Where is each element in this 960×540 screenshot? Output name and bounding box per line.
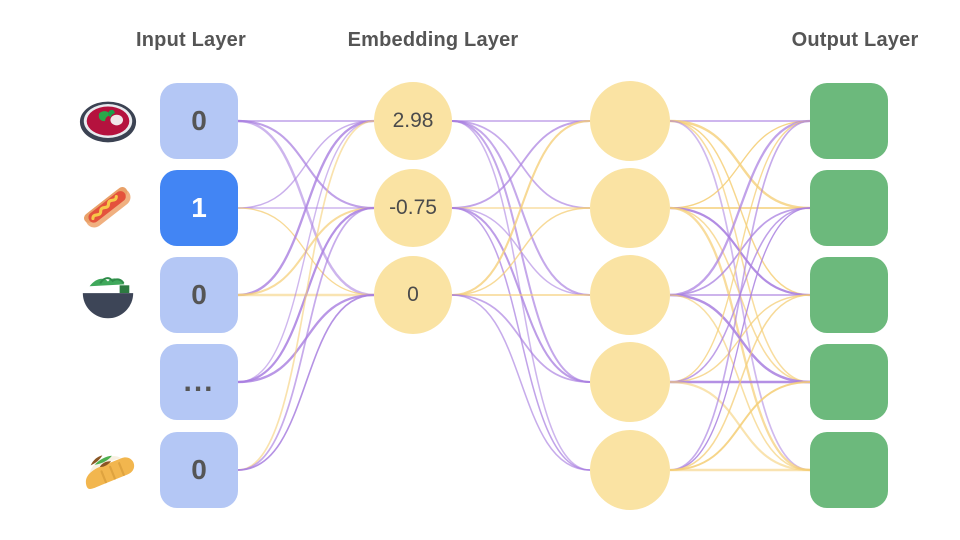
connection-line	[451, 207, 591, 296]
connection-line	[669, 381, 811, 471]
connection-line	[669, 120, 811, 383]
input-node-3[interactable]: ...	[160, 344, 238, 420]
input-node-2[interactable]: 0	[160, 257, 238, 333]
connection-line	[451, 294, 591, 383]
connection-line	[237, 120, 375, 383]
output-node-0[interactable]	[810, 83, 888, 159]
connection-line	[669, 294, 811, 471]
connection-line	[451, 120, 591, 209]
connection-line	[237, 119, 375, 297]
connection-line	[237, 120, 375, 471]
input-node-0[interactable]: 0	[160, 83, 238, 159]
connection-line	[669, 119, 811, 297]
output-node-1[interactable]	[810, 170, 888, 246]
layer-title-input: Input Layer	[136, 29, 246, 51]
hot-dog-emoji	[77, 177, 139, 239]
connection-line	[237, 207, 375, 471]
embedding-node-1[interactable]: -0.75	[374, 169, 452, 247]
connection-line	[237, 294, 375, 471]
burrito-emoji	[77, 439, 139, 501]
hidden-node-0[interactable]	[590, 81, 670, 161]
green-salad-emoji	[77, 264, 139, 326]
hidden-node-4[interactable]	[590, 430, 670, 510]
connection-line	[237, 120, 375, 209]
hidden-node-3[interactable]	[590, 342, 670, 422]
embedding-node-0[interactable]: 2.98	[374, 82, 452, 160]
hidden-node-1[interactable]	[590, 168, 670, 248]
embedding-node-2[interactable]: 0	[374, 256, 452, 334]
steak-plate-emoji	[77, 90, 139, 152]
output-node-4[interactable]	[810, 432, 888, 508]
output-node-2[interactable]	[810, 257, 888, 333]
input-node-4[interactable]: 0	[160, 432, 238, 508]
input-node-1[interactable]: 1	[160, 170, 238, 246]
layer-title-embedding: Embedding Layer	[347, 29, 519, 51]
connection-line	[451, 294, 591, 471]
connection-line	[669, 207, 811, 471]
connection-line	[669, 120, 811, 209]
layer-title-output: Output Layer	[791, 29, 919, 51]
output-node-3[interactable]	[810, 344, 888, 420]
hidden-node-2[interactable]	[590, 255, 670, 335]
connection-line	[451, 119, 591, 297]
connection-line	[669, 120, 811, 471]
